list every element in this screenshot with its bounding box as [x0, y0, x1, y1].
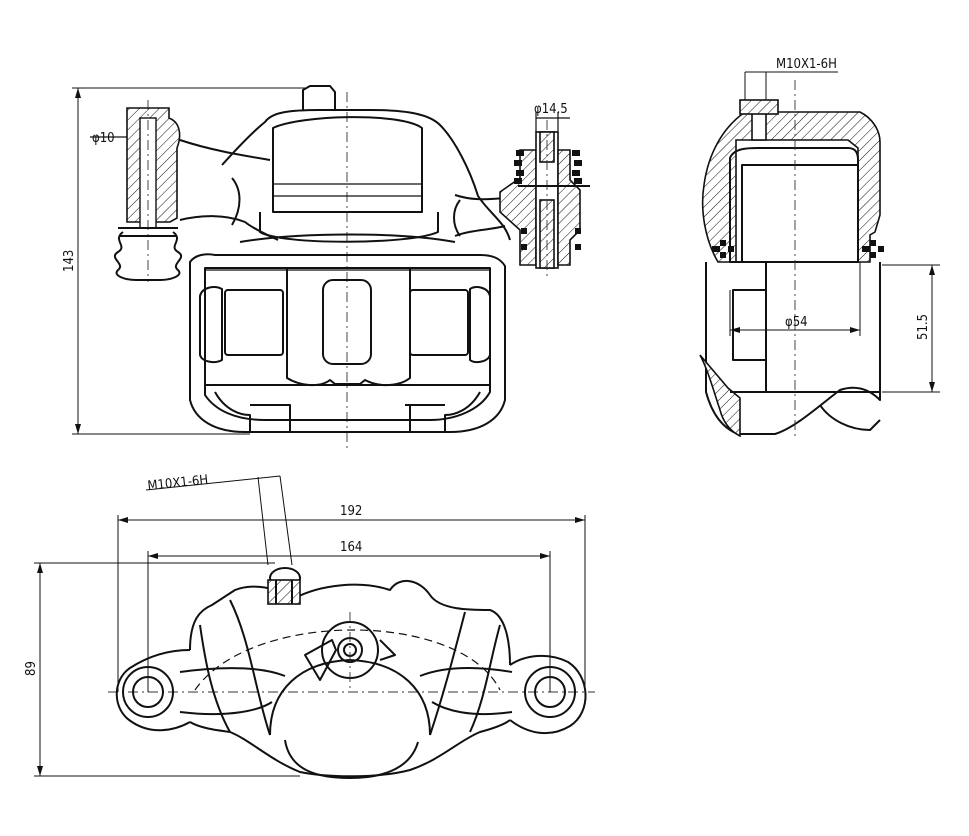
top-view	[34, 475, 595, 779]
dia-label-piston: φ54	[785, 315, 808, 330]
dia-label-left-pin: φ10	[92, 131, 115, 146]
dim-width-mount: 164	[340, 540, 362, 555]
front-view	[72, 85, 590, 450]
side-section-view	[699, 71, 940, 440]
thread-label-top: M10X1-6H	[776, 57, 837, 72]
thread-label-bottom: M10X1-6H	[147, 473, 209, 494]
dia-label-right-pin: φ14.5	[534, 102, 568, 117]
dim-height-front: 143	[62, 250, 77, 272]
dim-width-overall: 192	[340, 504, 362, 519]
dim-height-side: 51.5	[916, 314, 931, 340]
dim-height-top-view: 89	[24, 661, 39, 676]
